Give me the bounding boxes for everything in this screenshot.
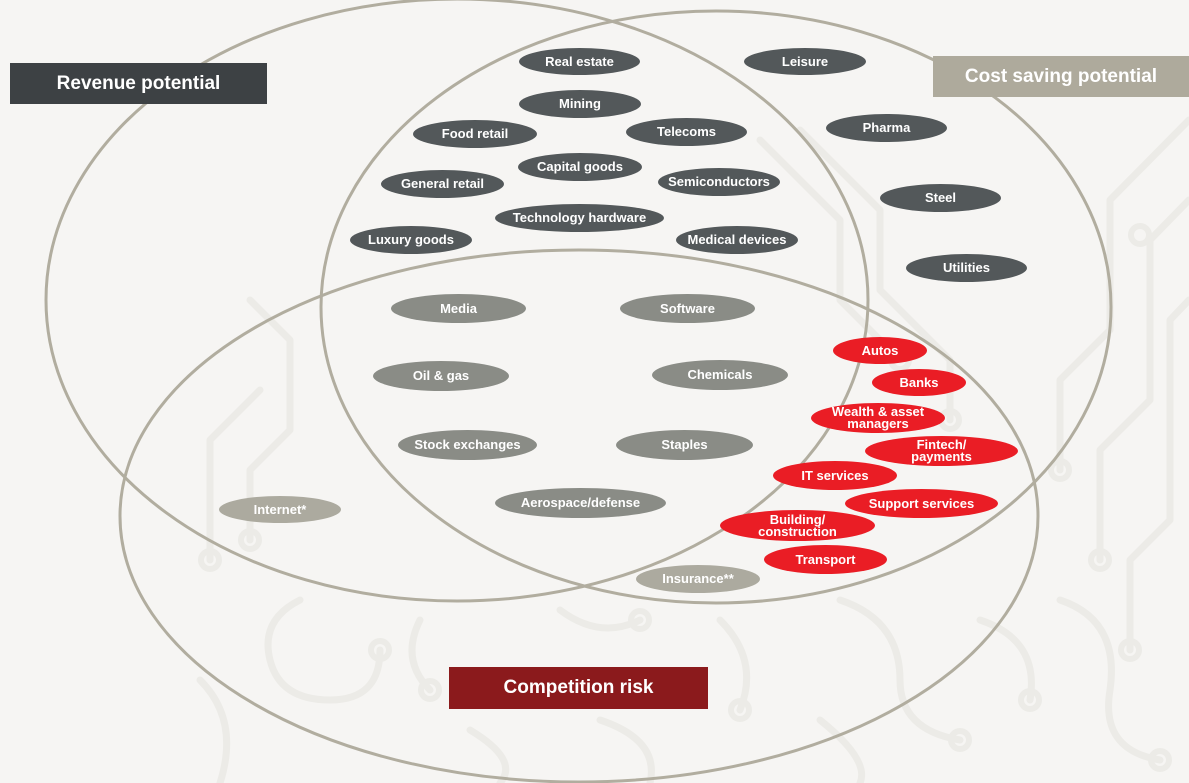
building-label-line2: construction [758,523,837,539]
sector-chip-wealth-asset-managers: Wealth & asset managers [811,403,945,433]
sector-chip-it-services: IT services [773,461,897,490]
sector-chip-chemicals: Chemicals [652,360,788,390]
wealth-label-line1: Wealth & asset [831,404,925,419]
sector-chip-real-estate: Real estate [519,48,640,75]
sector-chip-software: Software [620,294,755,323]
sector-chip-media: Media [391,294,526,323]
sector-chip-oil-gas: Oil & gas [373,361,509,391]
sector-chip-fintech-payments: Fintech/ payments [865,436,1018,466]
sector-chip-internet: Internet* [219,496,341,523]
background-circuit-nodes [198,223,1172,772]
sector-chip-transport: Transport [764,545,887,574]
sector-chip-steel: Steel [880,184,1001,212]
cost-saving-potential-circle [319,9,1113,605]
sector-chip-luxury-goods: Luxury goods [350,226,472,254]
sector-chip-pharma: Pharma [826,114,947,142]
revenue-potential-label: Revenue potential [10,63,267,104]
sector-chip-telecoms: Telecoms [626,118,747,146]
sector-chip-food-retail: Food retail [413,120,537,148]
sector-chip-utilities: Utilities [906,254,1027,282]
sector-chip-mining: Mining [519,90,641,118]
sector-chip-staples: Staples [616,430,753,460]
building-label-line1: Building/ [769,511,826,527]
sector-chip-autos: Autos [833,337,927,364]
sector-chip-support-services: Support services [845,489,998,518]
sector-chip-insurance: Insurance** [636,565,760,593]
sector-chip-building-construction: Building/ construction [720,510,875,541]
sector-chip-aerospace-defense: Aerospace/defense [495,488,666,518]
wealth-label-line2: managers [847,416,909,431]
competition-risk-circle [118,248,1040,783]
fintech-label-line1: Fintech/ [916,437,967,452]
cost-saving-potential-label: Cost saving potential [933,56,1189,97]
sector-chip-medical-devices: Medical devices [676,226,798,254]
sector-chip-general-retail: General retail [381,170,504,198]
fintech-label-line2: payments [911,449,972,464]
background-circuit-pattern [196,116,1189,783]
sector-chip-leisure: Leisure [744,48,866,75]
sector-chip-capital-goods: Capital goods [518,153,642,181]
sector-chip-banks: Banks [872,369,966,396]
sector-chip-technology-hardware: Technology hardware [495,204,664,232]
sector-chip-stock-exchanges: Stock exchanges [398,430,537,460]
sector-chip-semiconductors: Semiconductors [658,168,780,196]
competition-risk-label: Competition risk [449,667,708,709]
revenue-potential-circle [44,0,870,603]
